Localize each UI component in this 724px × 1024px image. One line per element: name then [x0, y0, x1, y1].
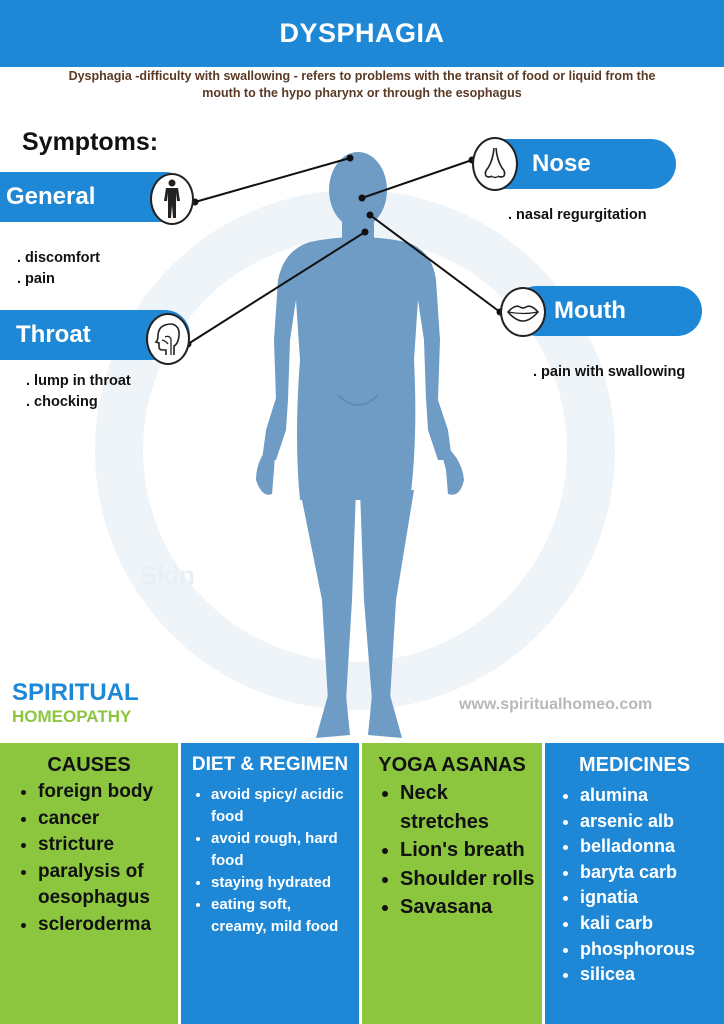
- list-item: avoid spicy/ acidic food: [211, 784, 349, 828]
- list-item: staying hydrated: [211, 872, 349, 894]
- list-item: Neck stretches: [400, 779, 538, 836]
- general-label: General: [6, 183, 96, 210]
- list-item: baryta carb: [580, 860, 714, 886]
- column-title: DIET & REGIMEN: [191, 754, 349, 775]
- general-symptoms-list: . discomfort . pain: [17, 248, 100, 290]
- symptom-item: . pain: [17, 271, 55, 287]
- list-item: scleroderma: [38, 912, 174, 939]
- mouth-icon: [500, 287, 546, 337]
- throat-label: Throat: [16, 321, 91, 348]
- list-item: cancer: [38, 806, 174, 833]
- throat-symptoms-list: . lump in throat . chocking: [26, 371, 131, 413]
- throat-profile-icon: [146, 313, 190, 365]
- list-item: paralysis of oesophagus: [38, 859, 174, 912]
- yoga-list: Neck stretches Lion's breath Shoulder ro…: [400, 779, 538, 922]
- list-item: Shoulder rolls: [400, 865, 538, 894]
- symptom-item: . nasal regurgitation: [508, 207, 647, 223]
- human-body-figure: [256, 152, 464, 738]
- background-watermark: Skin: [140, 560, 195, 590]
- symptom-item: . pain with swallowing: [533, 364, 686, 380]
- medicines-list: alumina arsenic alb belladonna baryta ca…: [580, 783, 714, 988]
- column-title: YOGA ASANAS: [378, 754, 526, 776]
- nose-symptoms-list: . nasal regurgitation: [508, 205, 647, 226]
- header-banner: DYSPHAGIA: [0, 0, 724, 67]
- list-item: arsenic alb: [580, 809, 714, 835]
- mouth-label: Mouth: [554, 297, 626, 324]
- list-item: stricture: [38, 832, 174, 859]
- symptom-item: . chocking: [26, 394, 98, 410]
- nose-label: Nose: [532, 150, 591, 177]
- list-item: alumina: [580, 783, 714, 809]
- list-item: ignatia: [580, 885, 714, 911]
- list-item: Lion's breath: [400, 836, 538, 865]
- website-link[interactable]: www.spiritualhomeo.com: [459, 696, 653, 713]
- diet-regimen-column: DIET & REGIMEN avoid spicy/ acidic food …: [181, 743, 359, 1024]
- symptoms-heading: Symptoms:: [22, 128, 159, 156]
- nose-icon: [472, 137, 518, 191]
- yoga-asanas-column: YOGA ASANAS Neck stretches Lion's breath…: [362, 743, 542, 1024]
- list-item: avoid rough, hard food: [211, 828, 349, 872]
- diet-list: avoid spicy/ acidic food avoid rough, ha…: [211, 784, 349, 938]
- symptom-item: . lump in throat: [26, 373, 131, 389]
- causes-list: foreign body cancer stricture paralysis …: [38, 779, 174, 938]
- definition-text: Dysphagia -difficulty with swallowing - …: [68, 69, 656, 100]
- brand-line-2: HOMEOPATHY: [12, 707, 132, 726]
- list-item: Savasana: [400, 893, 538, 922]
- column-title: CAUSES: [47, 754, 131, 776]
- page-title: DYSPHAGIA: [279, 18, 445, 48]
- symptom-item: . discomfort: [17, 250, 100, 266]
- mouth-label-pill: Mouth: [512, 286, 702, 336]
- brand-line-1: SPIRITUAL: [12, 679, 139, 706]
- human-figure-icon: [150, 173, 194, 225]
- list-item: belladonna: [580, 834, 714, 860]
- list-item: phosphorous: [580, 937, 714, 963]
- list-item: kali carb: [580, 911, 714, 937]
- list-item: silicea: [580, 962, 714, 988]
- medicines-column: MEDICINES alumina arsenic alb belladonna…: [545, 743, 724, 1024]
- causes-column: CAUSES foreign body cancer stricture par…: [0, 743, 178, 1024]
- list-item: foreign body: [38, 779, 174, 806]
- list-item: eating soft, creamy, mild food: [211, 894, 349, 938]
- mouth-symptoms-list: . pain with swallowing: [533, 362, 685, 383]
- column-title: MEDICINES: [578, 754, 691, 776]
